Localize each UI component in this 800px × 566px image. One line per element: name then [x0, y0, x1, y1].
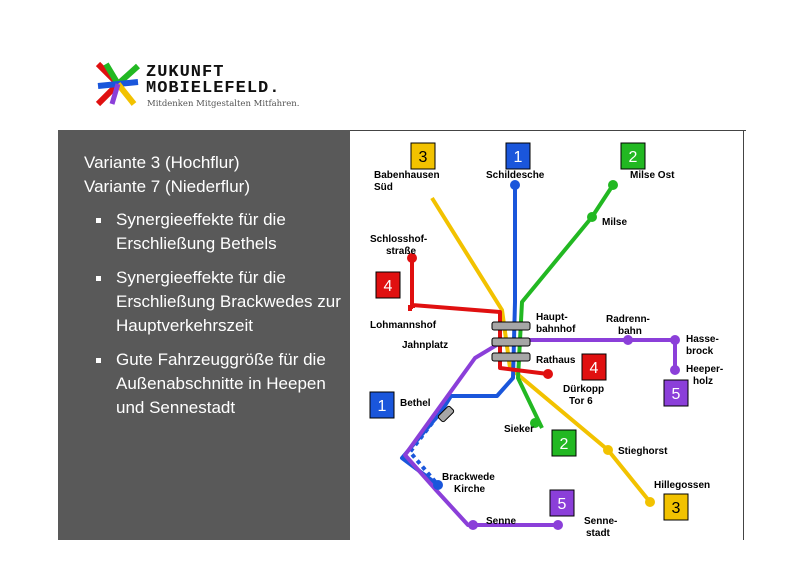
line-2-route [516, 183, 615, 429]
line-4-right-badge: 4 [581, 353, 607, 381]
station-label-lohmannshof: Lohmannshof [370, 320, 437, 331]
stop-senne [468, 520, 478, 530]
station-label-heeperholz-2: holz [693, 376, 713, 387]
variant-heading-1: Variante 3 (Hochflur) [84, 153, 240, 172]
list-item: Synergieeffekte für die Erschließung Bet… [96, 208, 346, 256]
line-2-top-number: 2 [629, 149, 638, 166]
stop-milse-ost [608, 180, 618, 190]
station-label-duerkopp-1: Dürkopp [563, 384, 604, 395]
line-4-left-number: 4 [384, 278, 393, 295]
line-5-bottom-badge: 5 [549, 489, 575, 517]
station-label-babenhausen-2: Süd [374, 182, 393, 193]
station-label-schildesche: Schildesche [486, 170, 545, 181]
variant-heading-2: Variante 7 (Niederflur) [84, 177, 250, 196]
stop-hillegossen [645, 497, 655, 507]
station-label-radrennbahn-1: Radrenn- [606, 314, 650, 325]
line-3-top-badge: 3 [410, 142, 436, 170]
hub-rathaus [491, 352, 531, 362]
station-label-sennestadt-2: stadt [586, 528, 611, 539]
stop-brackwede [433, 480, 443, 490]
station-label-heeperholz-1: Heeper- [686, 364, 723, 375]
line-3-bottom-number: 3 [672, 500, 681, 517]
line-5-bottom-number: 5 [558, 496, 567, 513]
station-label-radrennbahn-2: bahn [618, 326, 642, 337]
line-4-route [408, 304, 415, 311]
line-2-bottom-number: 2 [560, 436, 569, 453]
line-1-left-badge: 1 [369, 391, 395, 419]
stop-stieghorst [603, 445, 613, 455]
stop-duerkopp [543, 369, 553, 379]
description-panel: Variante 3 (Hochflur) Variante 7 (Nieder… [58, 130, 350, 540]
station-label-hillegossen: Hillegossen [654, 480, 710, 491]
station-label-hassebrock-2: brock [686, 346, 714, 357]
line-1-top-badge: 1 [505, 142, 531, 170]
station-label-duerkopp-2: Tor 6 [569, 396, 593, 407]
line-2-top-badge: 2 [620, 142, 646, 170]
line-5-right-number: 5 [672, 386, 681, 403]
station-label-senne: Senne [486, 516, 516, 527]
list-item: Synergieeffekte für die Erschließung Bra… [96, 266, 346, 338]
station-label-bethel: Bethel [400, 398, 431, 409]
stop-hassebrock [670, 335, 680, 345]
station-label-schlosshof-1: Schlosshof- [370, 234, 427, 245]
station-label-milse-ost: Milse Ost [630, 170, 675, 181]
hub-bethel [437, 405, 455, 423]
station-label-sieker: Sieker [504, 424, 534, 435]
tram-network-map: 3 1 2 4 4 5 1 2 5 3 Babenhausen Süd Schi… [350, 130, 746, 540]
line-4-route-main [410, 258, 549, 376]
zukunft-mobielefeld-logo: ZUKUNFT MOBIELEFELD. Mitdenken Mitgestal… [94, 60, 304, 112]
logo-tagline: Mitdenken Mitgestalten Mitfahren. [147, 99, 300, 109]
station-label-hauptbahnhof-1: Haupt- [536, 312, 568, 323]
logo-wordmark-line2: MOBIELEFELD. [146, 79, 281, 98]
station-label-jahnplatz: Jahnplatz [402, 340, 448, 351]
stop-schlosshof [407, 253, 417, 263]
line-3-top-number: 3 [419, 149, 428, 166]
line-3-bottom-badge: 3 [663, 493, 689, 521]
logo-mark-icon [95, 61, 141, 107]
station-label-hauptbahnhof-2: bahnhof [536, 324, 576, 335]
line-1-left-number: 1 [378, 398, 387, 415]
station-label-babenhausen-1: Babenhausen [374, 170, 440, 181]
stop-sieker [530, 418, 540, 428]
stop-sennestadt [553, 520, 563, 530]
station-label-brackwede-1: Brackwede [442, 472, 495, 483]
line-1-dashed-section [407, 408, 444, 487]
stop-schildesche [510, 180, 520, 190]
station-label-hassebrock-1: Hasse- [686, 334, 719, 345]
line-2-bottom-badge: 2 [551, 429, 577, 457]
logo-wordmark-line1: ZUKUNFT [146, 63, 225, 82]
line-5-right-badge: 5 [663, 379, 689, 407]
stop-heeperholz [670, 365, 680, 375]
station-label-schlosshof-2: straße [386, 246, 416, 257]
list-item: Gute Fahrzeuggröße für die Außen­abschni… [96, 348, 346, 420]
line-4-left-badge: 4 [375, 271, 401, 299]
line-1-top-number: 1 [514, 149, 523, 166]
station-label-brackwede-2: Kirche [454, 484, 486, 495]
station-label-milse: Milse [602, 217, 627, 228]
hub-jahnplatz [491, 337, 531, 347]
line-5-route [403, 338, 677, 527]
stop-milse [587, 212, 597, 222]
hub-hauptbahnhof [491, 321, 531, 331]
station-label-sennestadt-1: Senne- [584, 516, 617, 527]
station-label-rathaus: Rathaus [536, 355, 576, 366]
stop-radrennbahn [623, 335, 633, 345]
line-4-right-number: 4 [590, 360, 599, 377]
station-label-stieghorst: Stieghorst [618, 446, 668, 457]
benefit-list: Synergieeffekte für die Erschließung Bet… [96, 208, 346, 430]
